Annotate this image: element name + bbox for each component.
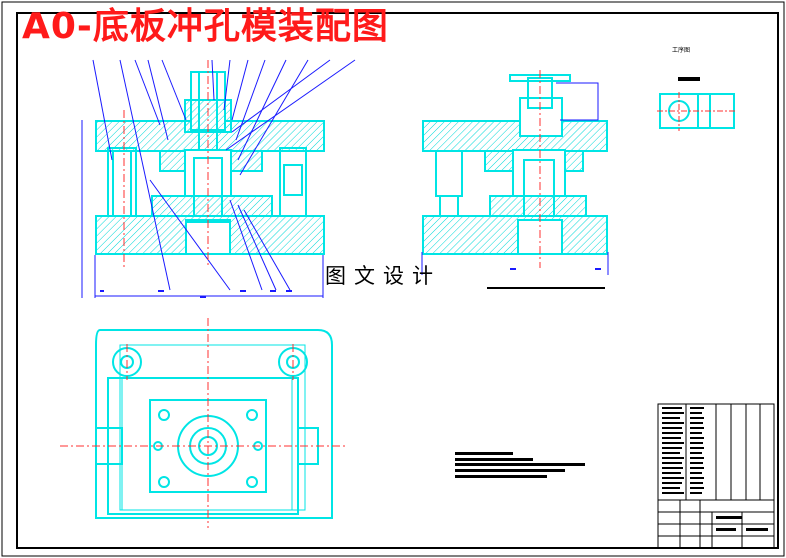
parts-list-text [662,407,768,531]
side-view-leaders [421,82,609,275]
process-sketch-title: 工序图 [672,47,691,54]
front-view-leaders [81,59,356,298]
designer-signature: 图文设计 [325,264,441,288]
plan-view [95,329,333,519]
process-centerlines [657,92,737,131]
inner-border [16,12,779,549]
drawing-title: A0-底板冲孔模装配图 [22,6,389,47]
front-view-centerlines [123,60,209,268]
front-view [95,71,325,255]
technical-notes [455,452,585,478]
side-view [422,74,608,255]
plan-view-centerlines [60,318,345,528]
parts-list [657,403,775,549]
signature-underline [487,287,605,289]
leader-tags [100,268,601,298]
process-label-bar [678,77,700,81]
